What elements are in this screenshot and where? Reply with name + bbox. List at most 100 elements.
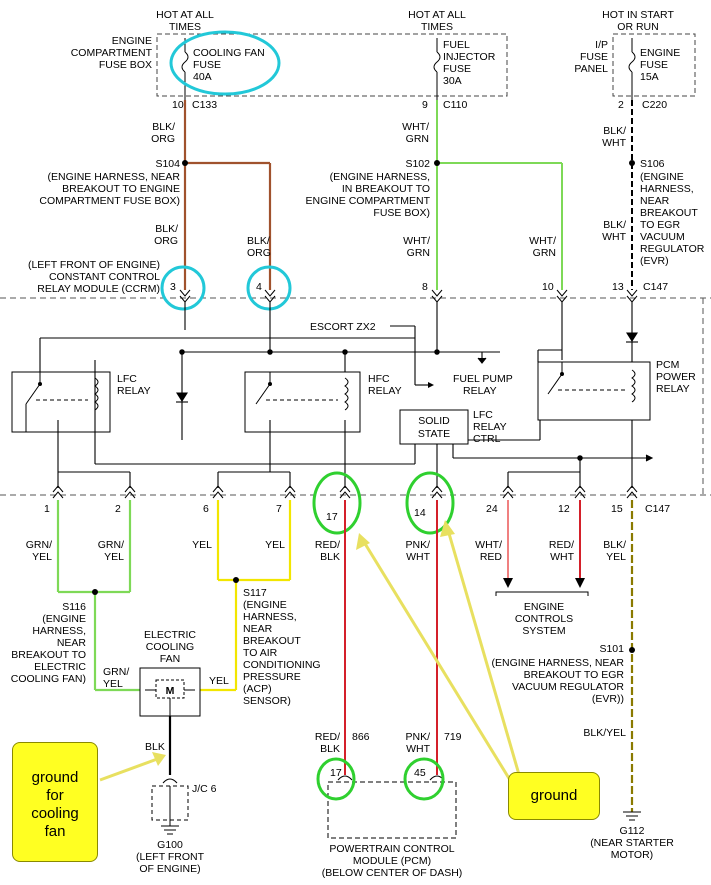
- splice-desc: BREAKOUT: [640, 207, 698, 219]
- splice-desc: (ENGINE HARNESS,: [330, 171, 430, 183]
- ground-desc: OF ENGINE): [139, 863, 200, 875]
- solid-state-outline: [399, 409, 469, 445]
- wire-color-label: GRN: [407, 247, 430, 259]
- splice-desc: NEAR: [57, 637, 87, 649]
- connector-pin-symbol: [431, 289, 443, 303]
- callout-text: for: [46, 787, 64, 804]
- arrow-head: [503, 578, 513, 588]
- wire-color-label: WHT: [406, 743, 430, 755]
- solid-state-box: SOLID STATE LFC RELAY CTRL: [399, 409, 507, 445]
- splice-dot: [629, 160, 635, 166]
- fan-label: COOLING: [146, 641, 194, 653]
- module-desc: CONSTANT CONTROL: [49, 271, 160, 283]
- solid-state-label: STATE: [418, 428, 450, 440]
- splice-dot: [434, 160, 440, 166]
- connector-pin-symbol: [556, 289, 568, 303]
- splice-desc: (ENGINE: [42, 613, 86, 625]
- splice-desc: (ENGINE HARNESS, NEAR: [48, 171, 181, 183]
- pcm-power-relay: PCM POWER RELAY: [537, 359, 696, 421]
- splice-desc: HARNESS,: [243, 611, 297, 623]
- splice-desc: SENSOR): [243, 695, 291, 707]
- wire-color-label: WHT/: [475, 539, 502, 551]
- splice-id: S101: [599, 643, 624, 655]
- relay-label: RELAY: [463, 385, 497, 397]
- splice-desc: BREAKOUT TO: [11, 649, 86, 661]
- ccrm-top-pins: 3 4 8 10 13 C147: [160, 265, 668, 311]
- connector-pin-symbol: [179, 289, 191, 303]
- splice-dot: [233, 577, 239, 583]
- ground-g112: G112 (NEAR STARTER MOTOR): [590, 811, 674, 861]
- relay-switch: [255, 383, 271, 405]
- wire-color-label: WHT/: [403, 235, 430, 247]
- fuse-box-outline: [612, 33, 696, 97]
- pin-number: 4: [256, 281, 262, 293]
- splice-id: S106: [640, 158, 665, 170]
- bracket: [495, 591, 589, 596]
- arrow-head: [440, 520, 455, 537]
- splice-desc: BREAKOUT TO ENGINE: [62, 183, 180, 195]
- wire-color-label: PNK/: [405, 731, 430, 743]
- relay-ctrl-label: LFC: [473, 409, 493, 421]
- relay-label: POWER: [656, 371, 696, 383]
- fuse-name: FUSE: [443, 63, 471, 75]
- wire-color-label: WHT: [602, 137, 626, 149]
- pin-number: 10: [542, 281, 554, 293]
- relay-box: [537, 361, 651, 421]
- ground-id: G100: [157, 839, 183, 851]
- wire-color-label: WHT: [406, 551, 430, 563]
- splice-desc: HARNESS,: [640, 183, 694, 195]
- pcm-label: (BELOW CENTER OF DASH): [322, 867, 463, 879]
- pin-number: 6: [203, 503, 209, 515]
- fuse-rating: 40A: [193, 71, 212, 83]
- relay-box: [244, 371, 361, 433]
- splice-id: S104: [155, 158, 180, 170]
- lfc-relay: LFC RELAY: [11, 371, 151, 433]
- hot-label: HOT AT ALL: [156, 9, 214, 21]
- pin-number: 12: [558, 503, 570, 515]
- pin-number: 13: [612, 281, 624, 293]
- fuse-symbol: [181, 51, 189, 73]
- splice-desc: ENGINE COMPARTMENT: [306, 195, 431, 207]
- fuse-box-label: PANEL: [574, 63, 608, 75]
- circuit-number: 866: [352, 731, 370, 743]
- pcm-pin-45-highlight: [403, 757, 445, 801]
- wire-color-label: RED: [480, 551, 503, 563]
- wire-color-label: ORG: [247, 247, 271, 259]
- pin-number: 2: [115, 503, 121, 515]
- model-note: ESCORT ZX2: [310, 321, 376, 333]
- relay-switch: [547, 373, 563, 395]
- fuse-box-outline: [156, 33, 508, 97]
- wire-color-label: PNK/: [405, 539, 430, 551]
- pin-14-highlight: [405, 471, 455, 535]
- ccrm-module: (LEFT FRONT OF ENGINE) CONSTANT CONTROL …: [0, 259, 711, 535]
- feed-left: HOT AT ALL TIMES ENGINE COMPARTMENT FUSE…: [71, 9, 508, 111]
- connector-id: C110: [443, 99, 467, 111]
- hfc-relay: HFC RELAY: [244, 371, 402, 433]
- system-label: ENGINE: [524, 601, 564, 613]
- wire-color-label: GRN/: [98, 539, 124, 551]
- ground-callout: ground: [508, 772, 600, 820]
- ground-arrow: [362, 541, 512, 781]
- splice-desc: REGULATOR: [640, 243, 705, 255]
- wire-color-label: GRN: [533, 247, 556, 259]
- connector-id: C220: [642, 99, 667, 111]
- ground-fan-arrow: [99, 756, 161, 782]
- splice-desc: (ENGINE: [243, 599, 287, 611]
- relay-coil: [344, 377, 349, 411]
- ground-for-cooling-fan-callout: ground for cooling fan: [12, 742, 98, 862]
- circuit-number: 719: [444, 731, 462, 743]
- fuse-symbol: [628, 51, 636, 73]
- wire-color-label: BLK/: [603, 219, 626, 231]
- wire-color-label: BLK/: [603, 539, 626, 551]
- wire-color-label: YEL: [606, 551, 626, 563]
- wire-color-label: WHT: [602, 231, 626, 243]
- splice-desc: (EVR): [640, 255, 669, 267]
- ground-desc: MOTOR): [611, 849, 653, 861]
- pcm-pin-17-highlight: [316, 757, 356, 801]
- fuse-name: FUSE: [640, 59, 668, 71]
- relay-label: LFC: [117, 373, 137, 385]
- connector-pin-symbol: [264, 289, 276, 303]
- wire-color-label: GRN/: [26, 539, 52, 551]
- ground-arrow: [446, 529, 522, 779]
- fuse-symbol: [433, 51, 441, 73]
